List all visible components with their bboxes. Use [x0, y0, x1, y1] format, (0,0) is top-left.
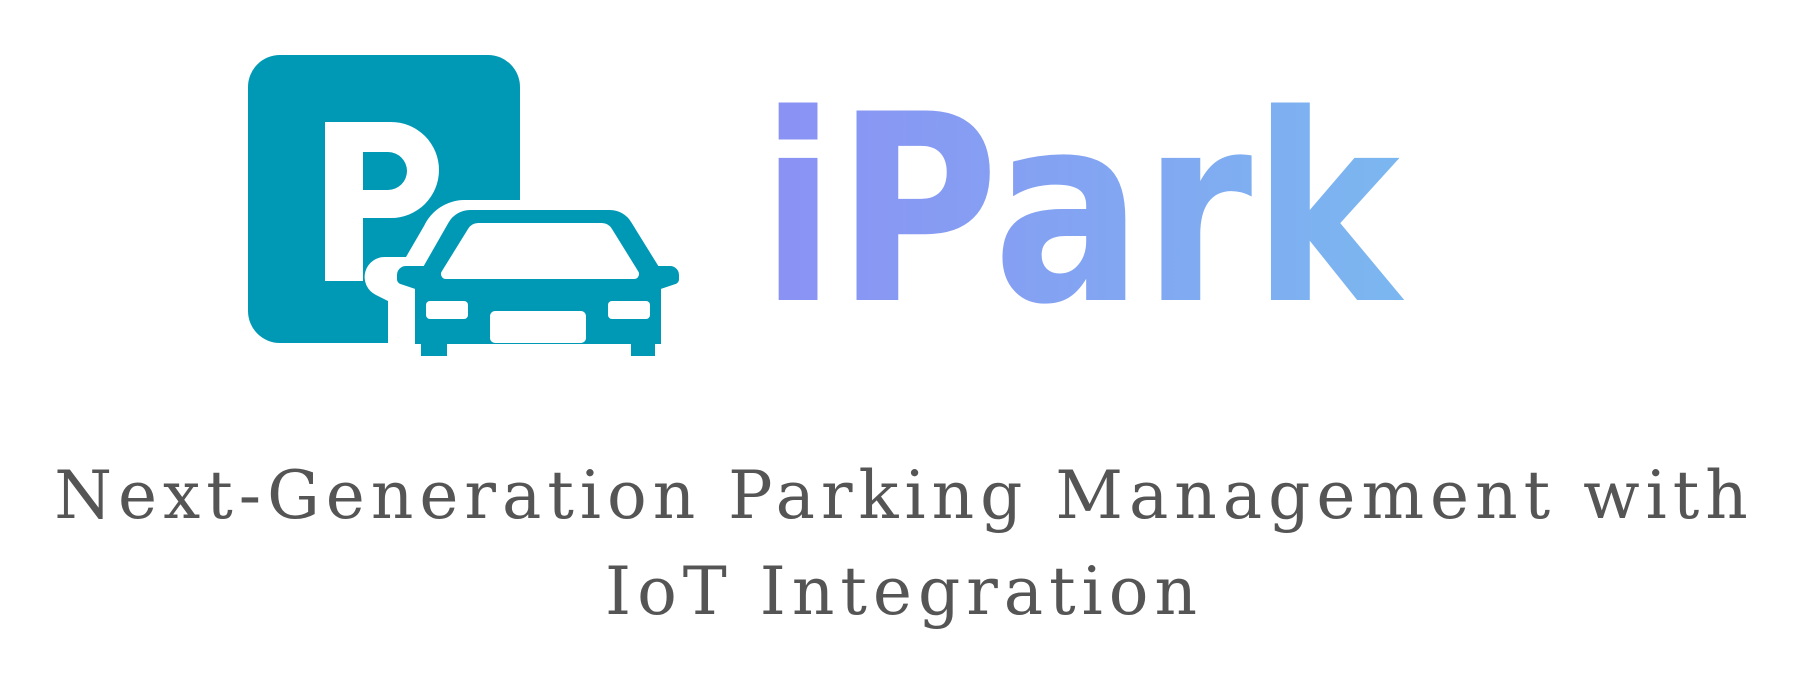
wordmark-text: iPark — [760, 100, 1405, 320]
tagline-line-1: Next-Generation Parking Management with — [54, 457, 1754, 534]
tagline-line-2: IoT Integration — [605, 553, 1203, 630]
logo: iPark — [248, 55, 1405, 362]
tagline: Next-Generation Parking Management with … — [0, 448, 1808, 640]
wordmark: iPark — [760, 100, 1405, 320]
parking-car-icon — [248, 55, 680, 362]
